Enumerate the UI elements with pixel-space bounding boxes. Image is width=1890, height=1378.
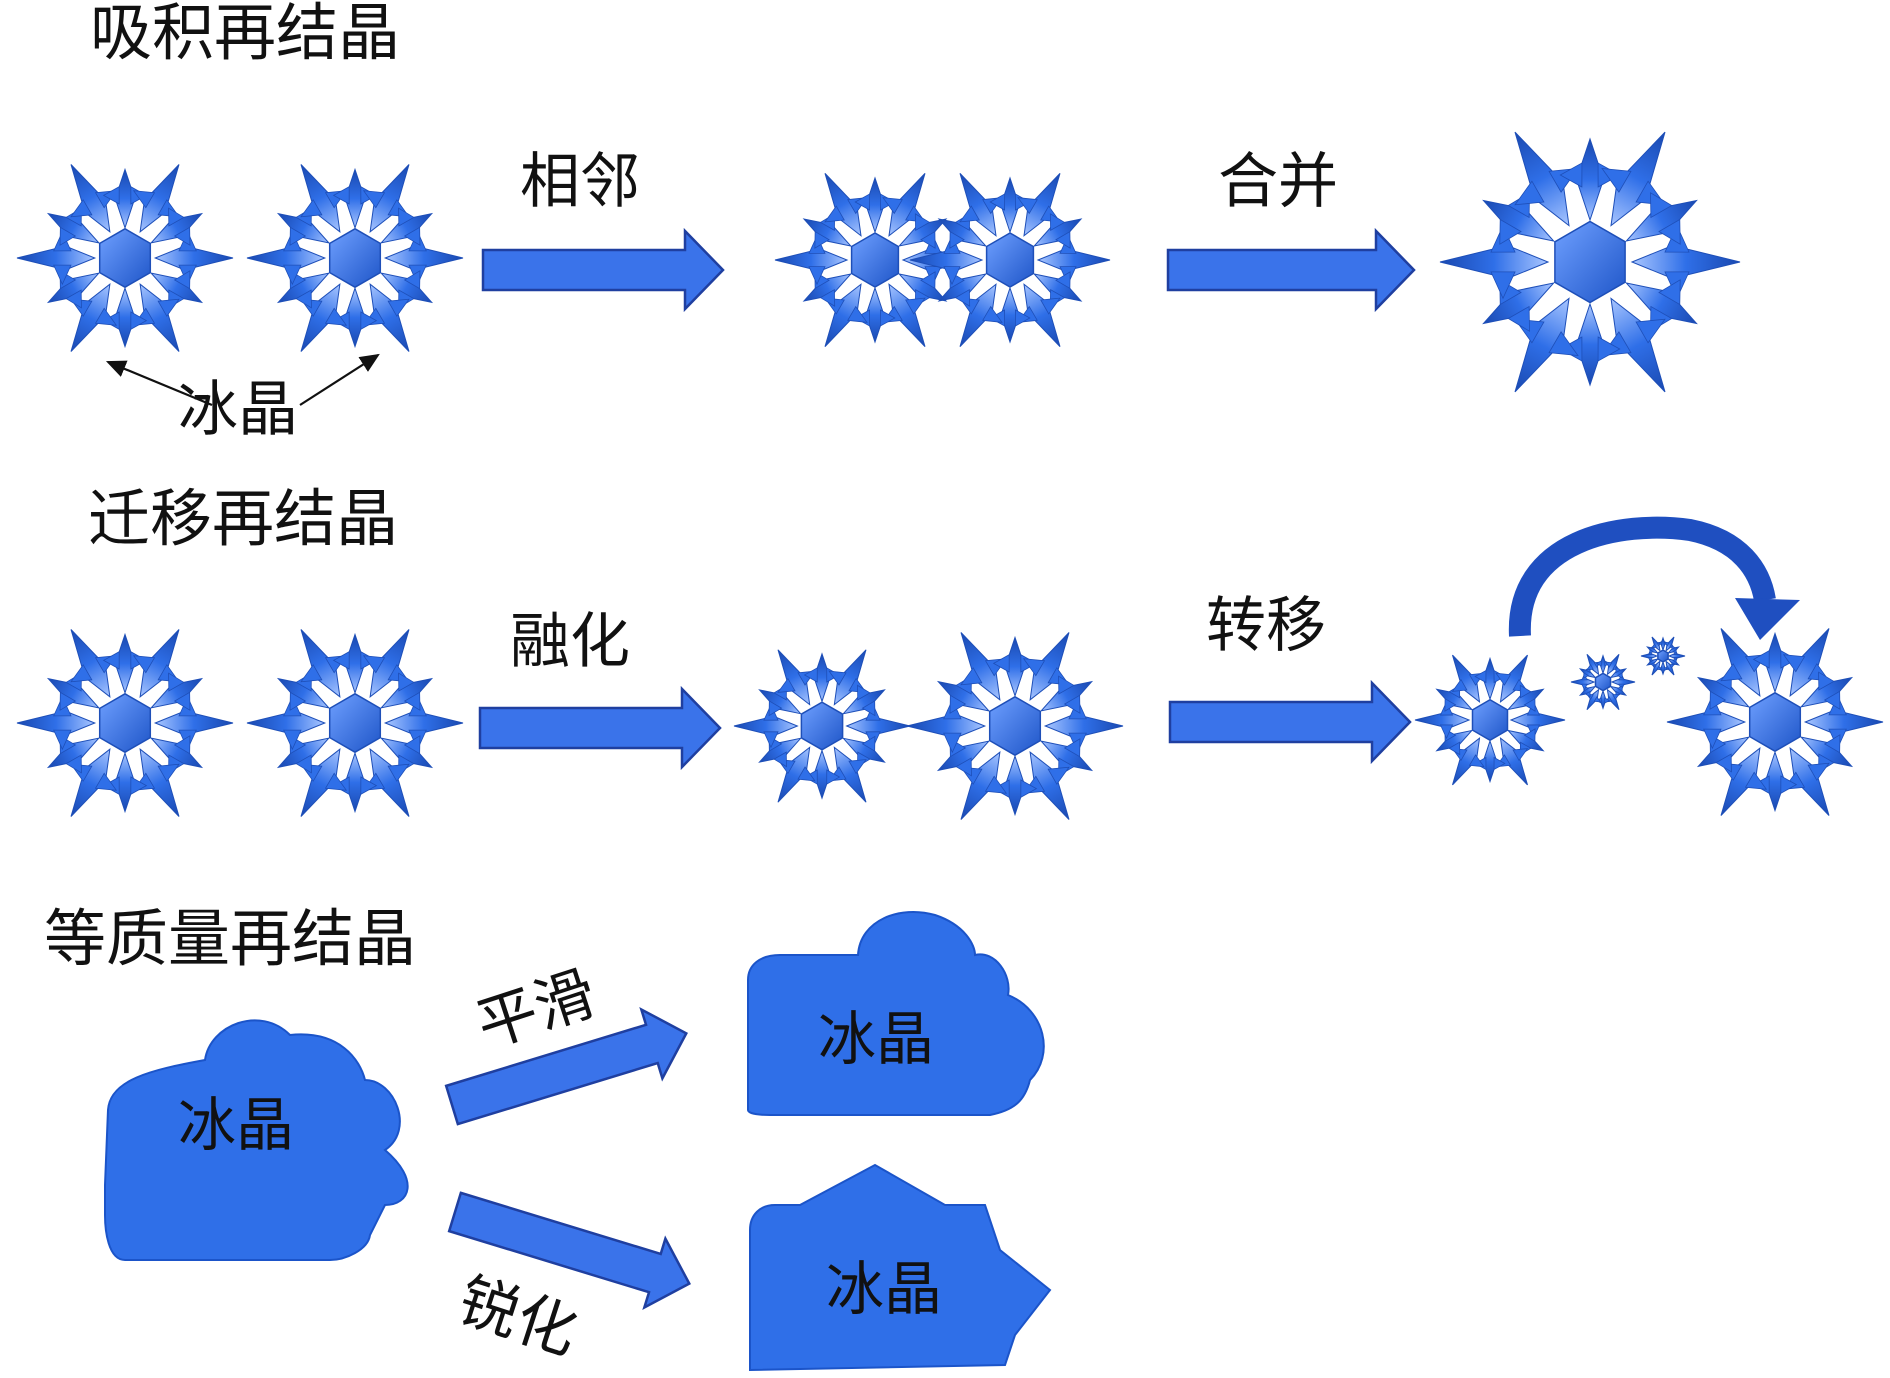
row2-grown-crystal [1666,628,1884,816]
row2-step1-label: 融化 [510,607,630,677]
pointer-line-left [105,360,213,407]
source-crystal-label: 冰晶 [178,1091,295,1159]
row1-step1-label: 相邻 [520,147,640,217]
pointer-line-right [299,353,380,406]
row2-curved-arrow [1508,516,1800,640]
row2-crystal-a [16,629,234,817]
row2-tiny-crystal-b [1640,636,1686,676]
row2-small-crystal [1414,654,1566,786]
row3-title: 等质量再结晶 [44,902,417,975]
row1-crystal-b [246,164,464,352]
row2-melt-crystal-a [733,649,911,803]
row1-result-crystal [1439,131,1741,393]
row2-step2-label: 转移 [1206,591,1326,661]
source-ice-blob [104,1019,409,1261]
branch-arrow-sharpen [447,1191,691,1311]
row1-arrow-adjacent [481,227,725,313]
row2-arrow-melt [478,685,722,771]
row1-merge-crystal-b [909,173,1111,347]
row2-melt-crystal-b [906,632,1124,820]
row1-step2-label: 合并 [1218,147,1338,217]
result-bottom-label: 冰晶 [826,1255,943,1323]
row1-crystal-a [16,164,234,352]
row1-arrow-merge [1166,227,1416,313]
branch-arrow-smooth [444,1006,688,1126]
result-top-label: 冰晶 [818,1005,935,1073]
result-sharp-blob [749,1163,1052,1372]
row2-arrow-transfer [1168,679,1412,765]
row1-title: 吸积再结晶 [90,0,401,69]
row2-crystal-b [246,629,464,817]
row2-tiny-crystal-a [1570,653,1636,711]
result-smooth-blob [747,910,1045,1116]
row2-title: 迁移再结晶 [88,482,399,555]
row1-crystal-label: 冰晶 [178,375,298,445]
